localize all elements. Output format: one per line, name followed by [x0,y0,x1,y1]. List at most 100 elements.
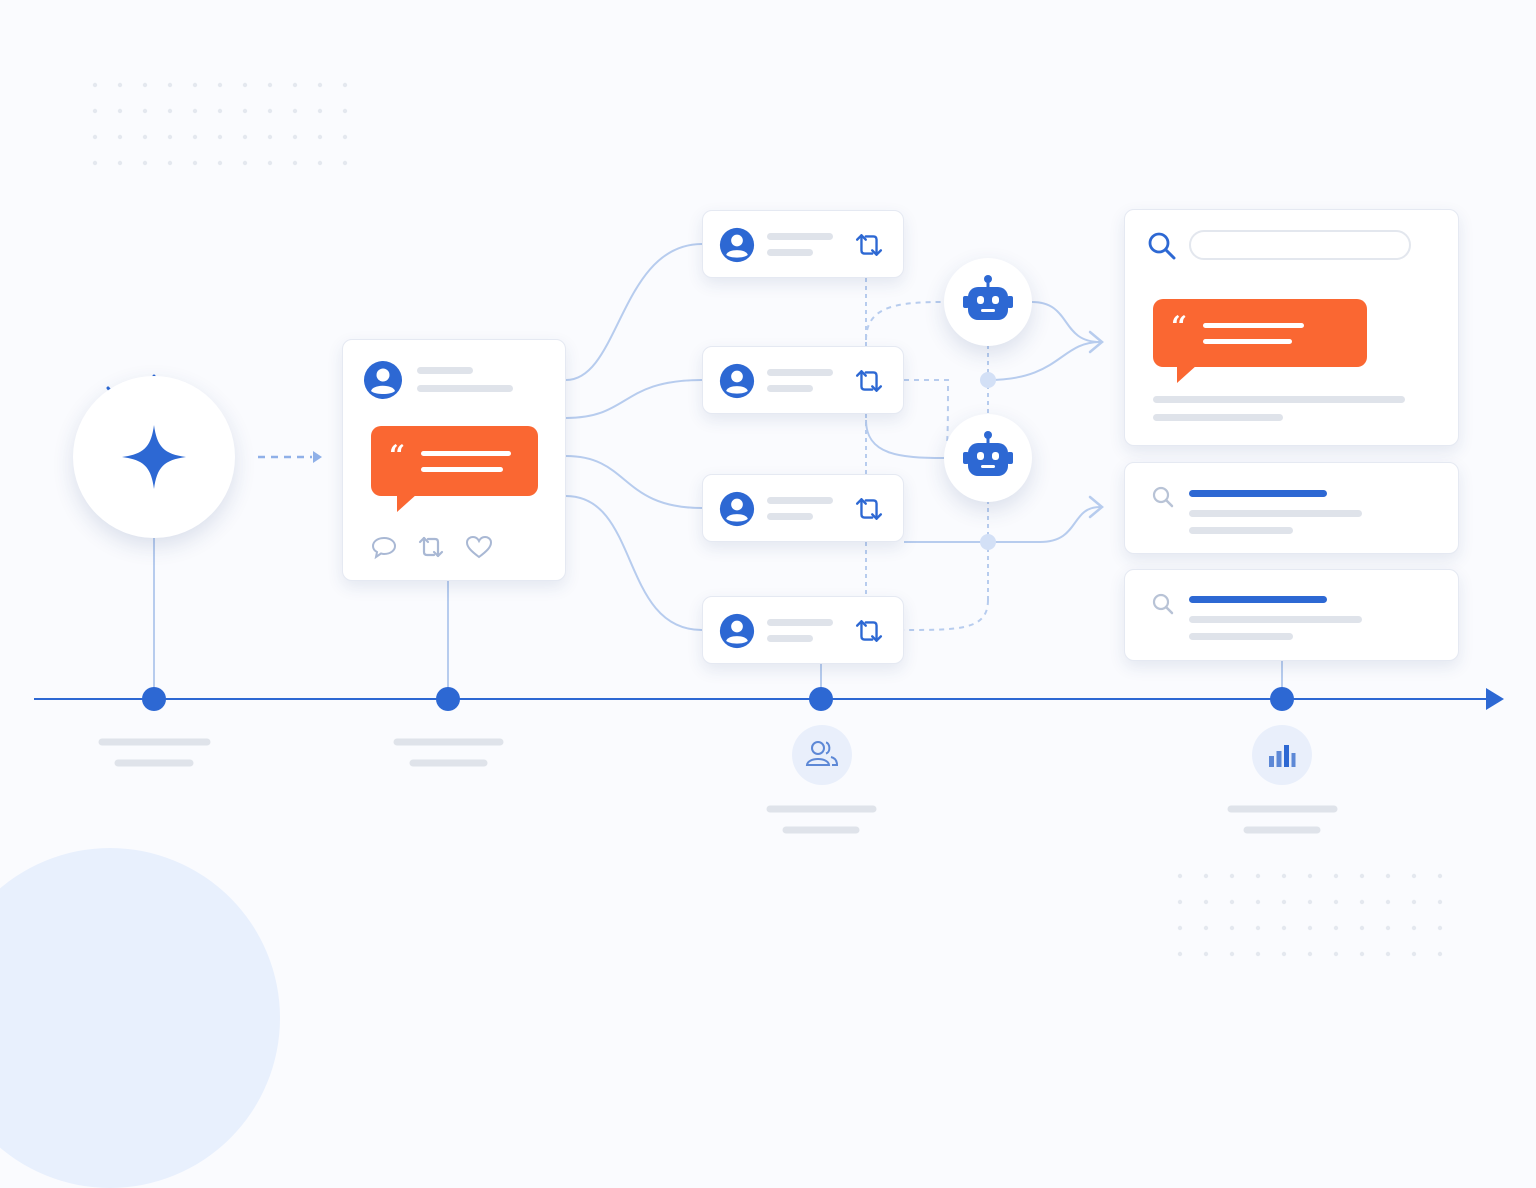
quote-mark-icon: “ [1171,310,1188,343]
grid-dot [142,108,148,114]
user-avatar-icon [364,361,402,399]
quote-mark-icon: “ [389,439,406,472]
repost-name-placeholder [767,619,833,626]
bubble-tail [1177,365,1197,383]
grid-dot [1307,925,1313,931]
search-result-item[interactable] [1124,462,1459,554]
result-text-placeholder [1189,510,1362,517]
grid-dot [117,134,123,140]
retweet-icon[interactable] [853,617,885,645]
grid-dot [117,108,123,114]
grid-dot [192,108,198,114]
search-results-panel[interactable]: “ [1124,209,1459,446]
grid-dot [1281,951,1287,957]
retweet-icon[interactable] [417,534,445,560]
timeline-marker-spark [142,687,166,711]
retweet-icon[interactable] [853,495,885,523]
fanout-connectors [565,243,703,631]
grid-dot [342,82,348,88]
grid-dot [1411,925,1417,931]
robot-icon [963,431,1013,476]
grid-dot [1229,899,1235,905]
grid-dot [342,108,348,114]
grid-dot [1255,951,1261,957]
user-avatar-icon [719,491,755,527]
grid-dot [1203,951,1209,957]
result-title-placeholder [1189,490,1327,497]
grid-dot [317,160,323,166]
result-text-placeholder [1189,633,1293,640]
user-avatar-icon [719,363,755,399]
grid-dot [292,82,298,88]
retweet-icon[interactable] [853,367,885,395]
grid-dot [1281,899,1287,905]
search-icon [1152,593,1174,615]
retweet-icon[interactable] [853,231,885,259]
connector-1 [565,243,703,381]
grid-dot [167,134,173,140]
grid-dot [1177,873,1183,879]
repost-card[interactable] [702,596,904,664]
grid-dot [1385,899,1391,905]
grid-dot [292,108,298,114]
grid-dot [1359,899,1365,905]
grid-dot [1333,873,1339,879]
result-text-placeholder [1153,414,1283,421]
grid-dot [1281,925,1287,931]
connector-4 [565,495,703,631]
bubble-tail [397,494,417,512]
grid-dot [167,160,173,166]
junction-node-1 [980,372,996,388]
repost-card[interactable] [702,210,904,278]
comment-icon[interactable] [371,534,397,560]
post-quote-bubble: “ [371,426,538,512]
sparkle-icon [122,425,186,489]
grid-dot [117,160,123,166]
timeline-label-placeholders [98,738,1338,834]
repost-card[interactable] [702,474,904,542]
grid-dot [1437,951,1443,957]
repost-handle-placeholder [767,513,813,520]
grid-dot [1385,873,1391,879]
result-text-placeholder [1189,527,1293,534]
grid-dot [317,108,323,114]
repost-handle-placeholder [767,635,813,642]
grid-dot [117,82,123,88]
grid-dot [1203,925,1209,931]
timeline-arrowhead [1486,688,1504,710]
search-icon[interactable] [1147,231,1177,261]
grid-dot [92,160,98,166]
grid-dot [1333,925,1339,931]
grid-dot [142,134,148,140]
grid-dot [1229,873,1235,879]
grid-dot [267,82,273,88]
grid-dot [1307,873,1313,879]
grid-dot [342,160,348,166]
grid-dot [92,82,98,88]
people-icon-badge [792,725,852,785]
grid-dot [1203,873,1209,879]
grid-dot [1177,951,1183,957]
original-post-card[interactable]: “ [342,339,566,581]
grid-dot [1437,925,1443,931]
heart-icon[interactable] [465,534,493,560]
user-avatar-icon [719,227,755,263]
grid-dot [167,108,173,114]
dot-grid-top-left [92,82,348,166]
grid-dot [1229,925,1235,931]
grid-dot [167,82,173,88]
grid-dot [1203,899,1209,905]
grid-dot [242,134,248,140]
search-input[interactable] [1189,230,1411,260]
grid-dot [1411,951,1417,957]
grid-dot [1307,899,1313,905]
grid-dot [1229,951,1235,957]
grid-dot [1255,925,1261,931]
bar-chart-icon [1269,745,1296,767]
repost-card[interactable] [702,346,904,414]
grid-dot [1255,873,1261,879]
result-quote-bubble: “ [1153,299,1367,383]
diagram-canvas [34,82,1504,957]
search-result-item[interactable] [1124,569,1459,661]
grid-dot [317,134,323,140]
